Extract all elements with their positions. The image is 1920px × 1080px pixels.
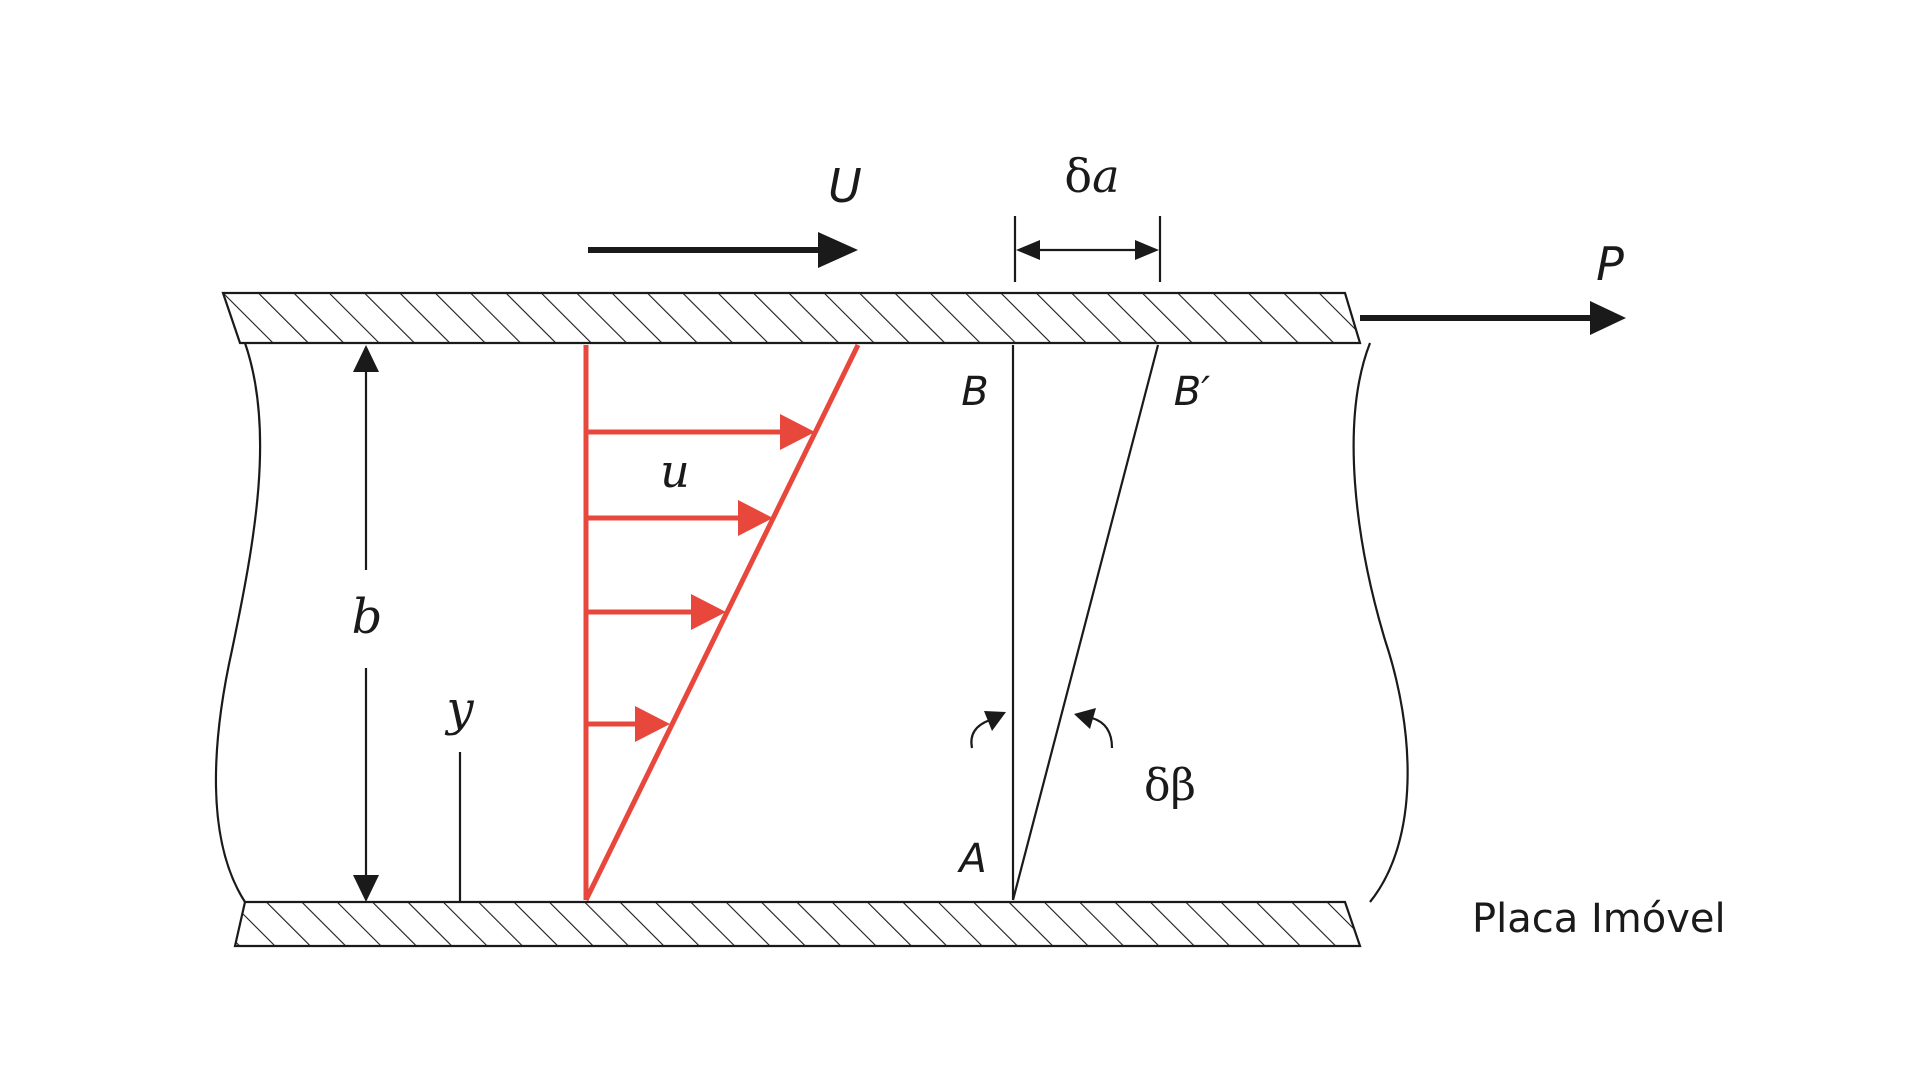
label-U: U <box>828 159 862 213</box>
delta-a-left-arrowhead <box>1016 240 1040 260</box>
line-AB-prime <box>1011 344 1160 901</box>
b-bottom-arrowhead <box>353 875 379 902</box>
label-B: B <box>961 369 988 415</box>
force-arrowhead <box>1590 301 1626 335</box>
label-b: b <box>352 589 383 645</box>
delta-a-right-arrowhead <box>1135 240 1159 260</box>
plate-velocity-arrowhead <box>818 232 858 268</box>
velocity-profile-envelope <box>583 343 861 902</box>
b-top-arrowhead <box>353 345 379 372</box>
angle-arrow-right-head <box>1074 708 1096 729</box>
velocity-arrow-3-head <box>691 594 726 630</box>
label-y: y <box>444 681 474 737</box>
angle-arrow-right-arc <box>1091 716 1114 749</box>
label-fixed-plate: Placa Imóvel <box>1472 896 1726 942</box>
fixed-plate <box>233 900 1362 948</box>
label-A: A <box>956 836 986 882</box>
label-u: u <box>660 444 690 498</box>
label-B-prime: B′ <box>1174 369 1211 415</box>
moving-plate <box>221 291 1362 345</box>
label-P: P <box>1596 237 1624 291</box>
label-delta-a: δa <box>1064 149 1119 203</box>
velocity-arrow-2-head <box>738 500 773 536</box>
velocity-arrow-4-head <box>635 706 670 742</box>
fluid-right-boundary <box>1352 342 1409 903</box>
fluid-left-boundary <box>214 342 262 903</box>
velocity-arrow-1-head <box>780 414 815 450</box>
angle-arrow-left-arc <box>970 718 991 749</box>
label-delta-beta: δβ <box>1144 760 1196 811</box>
angle-arrow-left-head <box>984 711 1006 731</box>
